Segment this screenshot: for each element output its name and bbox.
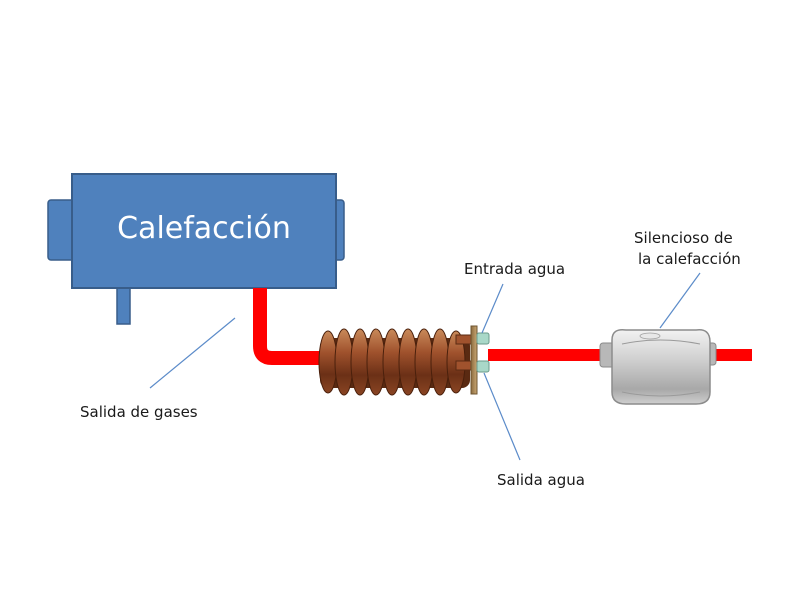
leader-line-water-inlet	[481, 283, 504, 334]
heater-box-icon	[47, 173, 345, 325]
exhaust-pipe	[253, 288, 752, 365]
muffler-icon	[599, 328, 717, 405]
water-outlet-label: Salida agua	[497, 471, 585, 489]
water-inlet-label: Entrada agua	[464, 260, 566, 278]
leader-line-muffler	[659, 272, 701, 329]
leader-line-water-outlet	[483, 372, 521, 461]
muffler-label: Silencioso de la calefacción	[634, 228, 741, 270]
leader-line-exhaust	[149, 317, 236, 389]
muffler-label-line2: la calefacción	[638, 250, 741, 268]
exhaust-outlet-label: Salida de gases	[80, 403, 198, 421]
heat-exchanger-coil-icon	[318, 325, 490, 396]
leader-lines	[149, 272, 701, 461]
heater-label: Calefacción	[117, 211, 291, 246]
muffler-label-line1: Silencioso de	[634, 229, 733, 247]
